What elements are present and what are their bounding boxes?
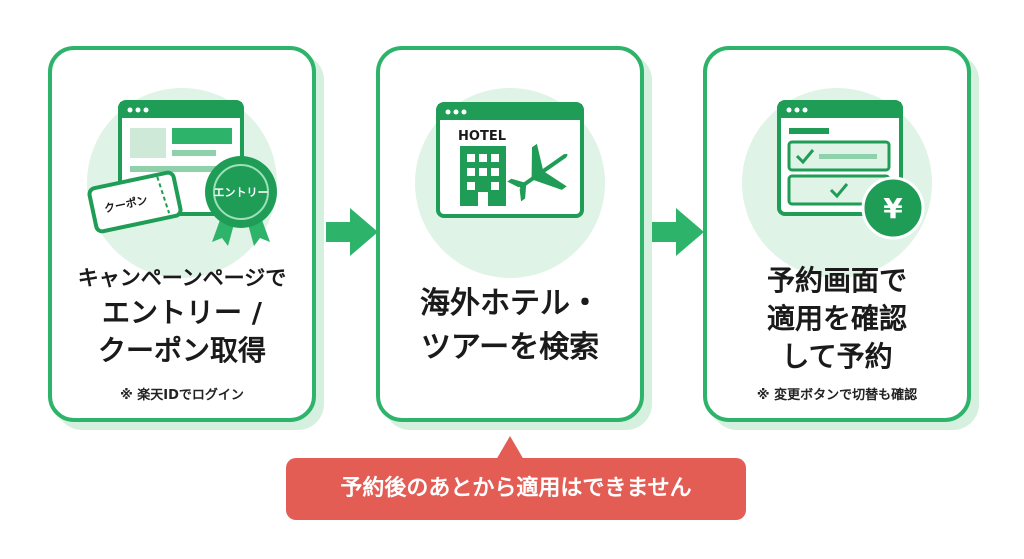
warning-text: 予約後のあとから適用はできません: [286, 458, 746, 520]
step-card-reserve: ¥ 予約画面で 適用を確認 して予約 ※ 変更ボタンで切替も確認: [703, 46, 971, 422]
step-title-line: エントリー /: [102, 296, 262, 329]
step-card-search: HOTEL 海外ホテル・ ツアーを検索: [376, 46, 644, 422]
step-card-entry: クーポン エントリー キャンペーンページで エントリー / クーポン取得 ※ 楽…: [48, 46, 316, 422]
step-title-line: 海外ホテル・: [420, 286, 600, 321]
step-title: 予約画面で 適用を確認 して予約: [707, 262, 967, 376]
entry-badge-icon: エントリー: [205, 156, 277, 246]
step-title-line: 予約画面で: [766, 264, 907, 297]
badge-label: エントリー: [214, 186, 269, 199]
yen-label: ¥: [883, 192, 903, 225]
airplane-icon: [507, 143, 568, 202]
step-title-line: ツアーを検索: [420, 330, 600, 365]
warning-callout: 予約後のあとから適用はできません: [286, 436, 746, 522]
yen-badge-icon: ¥: [861, 176, 925, 240]
step2-illustration: HOTEL: [436, 102, 584, 218]
arrow-right-icon: [652, 208, 704, 256]
step-title-line: クーポン取得: [97, 334, 266, 367]
callout-pointer: [496, 436, 524, 460]
step1-illustration: クーポン エントリー: [87, 100, 277, 246]
step-note: ※ 楽天IDでログイン: [120, 388, 244, 403]
hotel-label: HOTEL: [458, 129, 506, 144]
step-title-line: して予約: [781, 340, 893, 373]
step-note: ※ 変更ボタンで切替も確認: [756, 388, 918, 403]
step-title-line: キャンペーンページで: [77, 266, 287, 290]
coupon-ticket-icon: クーポン: [87, 170, 183, 234]
step-title: キャンペーンページで エントリー / クーポン取得: [52, 262, 312, 370]
step3-illustration: ¥: [777, 100, 925, 240]
step-title-line: 適用を確認: [766, 302, 907, 335]
hotel-building-icon: HOTEL: [458, 129, 506, 206]
arrow-right-icon: [326, 208, 378, 256]
step-title: 海外ホテル・ ツアーを検索: [380, 282, 640, 370]
